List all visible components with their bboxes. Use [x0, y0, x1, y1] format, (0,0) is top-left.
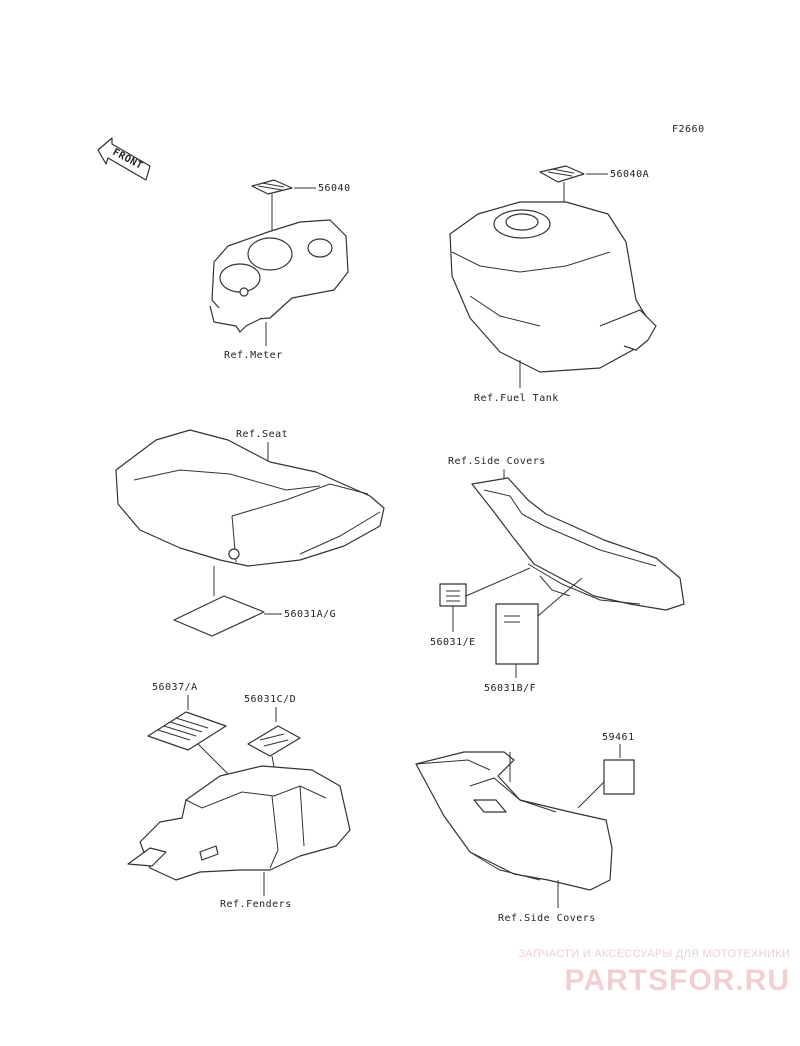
- callout-59461: 59461: [602, 732, 635, 743]
- figure-code: F2660: [672, 124, 705, 135]
- fuel-tank: 56040A Ref.Fuel Tank: [449, 165, 657, 404]
- callout-56031cd: 56031C/D: [244, 694, 296, 705]
- seat: Ref.Seat 56031A/G: [115, 429, 385, 637]
- meter-cover: 56040 Ref.Meter: [209, 179, 351, 361]
- ref-meter-label: Ref.Meter: [224, 350, 283, 361]
- callout-56040: 56040: [318, 183, 351, 194]
- front-arrow-icon: FRONT: [97, 137, 151, 181]
- side-cover-upper: Ref.Side Covers 56031/E 56031B/F: [430, 456, 685, 694]
- ref-fuel-tank-label: Ref.Fuel Tank: [474, 393, 559, 404]
- callout-56031e: 56031/E: [430, 637, 476, 648]
- rear-fender: 56037/A 56031C/D Ref.Fenders: [127, 682, 351, 910]
- callout-56040a: 56040A: [610, 169, 649, 180]
- callout-56031ag: 56031A/G: [284, 609, 336, 620]
- callout-56031bf: 56031B/F: [484, 683, 536, 694]
- ref-side-covers-upper-label: Ref.Side Covers: [448, 456, 546, 467]
- side-cover-lower: 59461 Ref.Side Covers: [415, 732, 635, 924]
- ref-side-covers-lower-label: Ref.Side Covers: [498, 913, 596, 924]
- ref-fenders-label: Ref.Fenders: [220, 899, 292, 910]
- ref-seat-label: Ref.Seat: [236, 429, 288, 440]
- watermark-logo: PARTSFOR.RU: [564, 964, 790, 997]
- callout-56037a: 56037/A: [152, 682, 198, 693]
- watermark-tagline: ЗАПЧАСТИ И АКСЕССУАРЫ ДЛЯ МОТОТЕХНИКИ: [518, 948, 790, 960]
